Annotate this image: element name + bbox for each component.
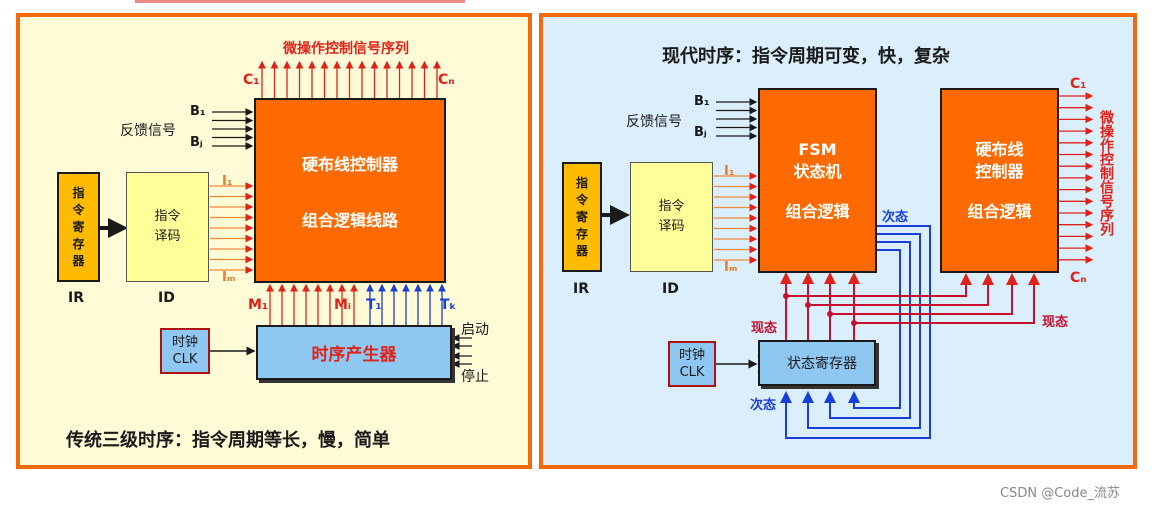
right-im-label: Iₘ [724,260,738,275]
right-id-label: ID [662,281,679,297]
right-hw-line2: 控制器 [975,161,1024,181]
right-hw-line3: 组合逻辑 [967,201,1032,221]
right-ir-label: IR [573,281,589,297]
right-id-box-text: 指令 译码 [658,199,685,234]
right-clock-box: 时钟 CLK [668,341,716,387]
right-current-state-left-label: 现态 [751,321,778,336]
left-stop-label: 停止 [461,369,489,385]
left-timing-generator: 时序产生器 [256,325,452,380]
left-feedback-label: 反馈信号 [120,123,176,139]
right-next-state-top-label: 次态 [882,210,909,225]
right-i1-label: I₁ [724,164,735,179]
left-caption: 传统三级时序：指令周期等长，慢，简单 [66,430,390,451]
left-im-label: Iₘ [222,270,236,285]
right-clock-text: 时钟 CLK [678,348,705,380]
right-fsm-box: FSM 状态机 组合逻辑 [758,88,877,273]
right-ir-box: 指 令 寄 存 器 [562,162,602,272]
right-feedback-label: 反馈信号 [626,114,682,130]
right-bj-label: Bⱼ [694,125,707,140]
right-current-state-right-label: 现态 [1042,315,1069,330]
left-clock-text: 时钟 CLK [171,335,198,367]
watermark: CSDN @Code_流苏 [1000,486,1120,501]
left-id-box-text: 指令 译码 [154,209,181,244]
left-b1-label: B₁ [190,104,206,119]
left-mi-label: Mᵢ [334,297,352,313]
left-clock-box: 时钟 CLK [160,328,210,374]
right-id-box: 指令 译码 [630,162,713,272]
right-title: 现代时序：指令周期可变，快，复杂 [662,46,950,67]
right-fsm-line2: 状态机 [793,161,842,181]
left-controller-line2: 组合逻辑线路 [301,210,398,230]
right-state-register: 状态寄存器 [758,340,876,386]
left-controller-line1: 硬布线控制器 [301,154,398,174]
left-t1-label: T₁ [366,297,382,313]
left-i1-label: I₁ [222,174,233,189]
left-id-label: ID [158,290,175,306]
right-hw-line1: 硬布线 [975,139,1024,159]
right-c1-label: C₁ [1070,76,1087,92]
top-partial-border [135,0,465,3]
left-ir-box-text: 指 令 寄 存 器 [72,185,85,268]
left-ir-label: IR [68,290,84,306]
left-ir-box: 指 令 寄 存 器 [57,172,100,282]
left-tk-label: Tₖ [440,297,457,313]
right-control-signals-vertical: 微操作控制信号序列 [1098,110,1114,236]
right-next-state-bottom-label: 次态 [750,398,777,413]
right-ir-box-text: 指 令 寄 存 器 [575,175,588,258]
left-m1-label: M₁ [248,297,269,313]
left-bj-label: Bⱼ [190,135,203,150]
right-cn-label: Cₙ [1070,270,1087,286]
right-hardwired-controller: 硬布线 控制器 组合逻辑 [940,88,1059,273]
left-hardwired-controller: 硬布线控制器 组合逻辑线路 [254,98,446,283]
right-fsm-line3: 组合逻辑 [785,201,850,221]
left-timing-generator-text: 时序产生器 [311,345,397,365]
right-b1-label: B₁ [694,94,710,109]
left-start-label: 启动 [461,322,489,338]
left-c1-label: C₁ [243,72,260,88]
left-cn-label: Cₙ [438,72,455,88]
left-control-signals-label: 微操作控制信号序列 [283,41,409,57]
right-fsm-line1: FSM [798,139,837,159]
right-state-register-text: 状态寄存器 [787,356,857,372]
left-id-box: 指令 译码 [126,172,209,282]
